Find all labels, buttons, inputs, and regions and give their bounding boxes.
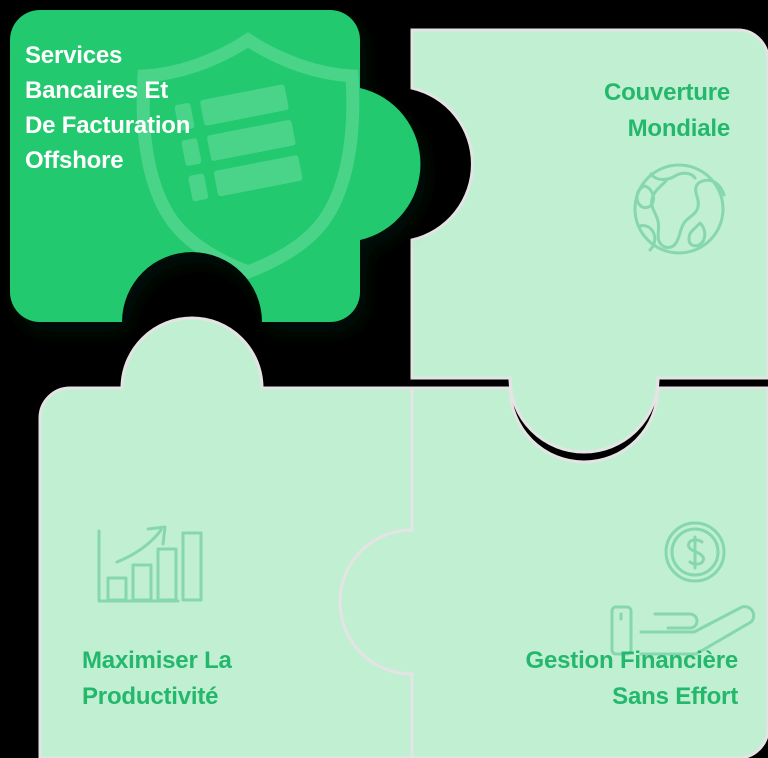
piece-title-global-coverage: Couverture Mondiale: [603, 79, 730, 142]
puzzle-piece-global-coverage: [410, 28, 768, 454]
hand-holding-coin-icon: [610, 521, 756, 656]
piece-title-maximize-productivity: Maximiser La Productivité: [82, 647, 232, 710]
piece-title-offshore-banking: Services Bancaires Et De Facturation Off…: [25, 42, 191, 174]
puzzle-piece-offshore-banking: [10, 10, 421, 322]
globe-icon: [633, 163, 726, 255]
bar-chart-growth-icon: [97, 525, 203, 603]
shield-document-icon: [136, 32, 360, 279]
piece-title-effortless-finance: Gestion Financière Sans Effort: [525, 647, 739, 710]
